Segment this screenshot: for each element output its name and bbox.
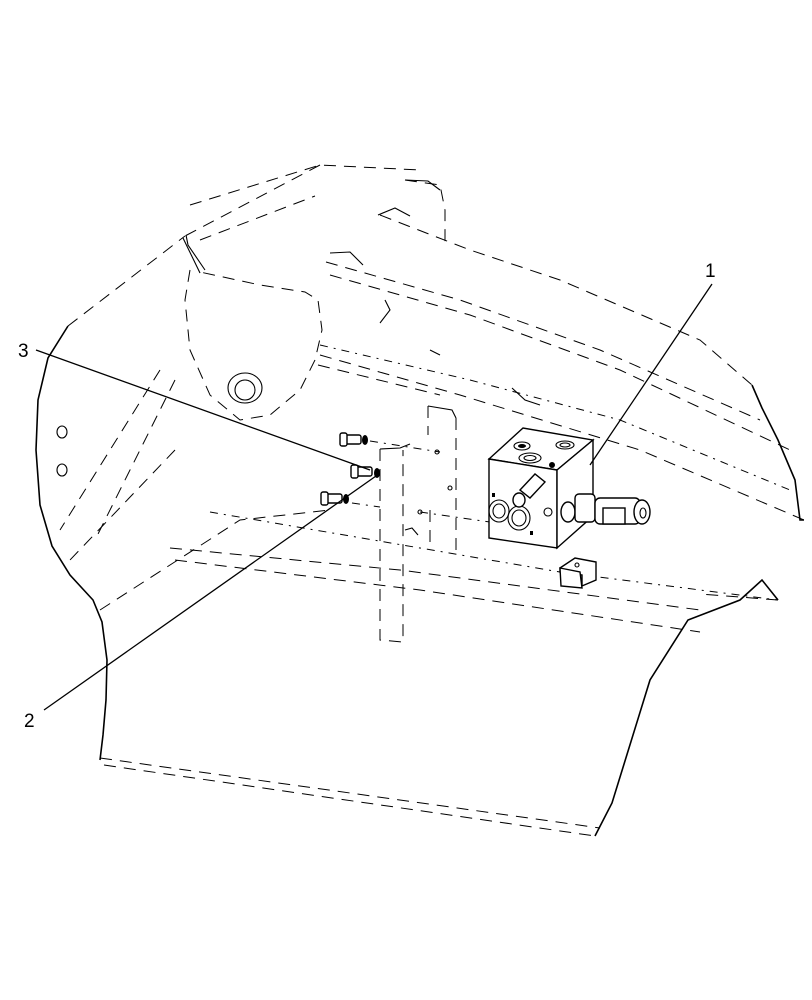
callout-2: 2 (24, 711, 35, 732)
leader-1 (589, 283, 713, 466)
leader-3 (35, 349, 371, 471)
mounting-bracket (379, 405, 457, 643)
hardware-bolts (320, 432, 491, 523)
frame-outline (35, 164, 805, 837)
leader-2 (43, 475, 377, 711)
callout-leaders (35, 283, 713, 711)
callout-3: 3 (18, 341, 29, 362)
retaining-clip (559, 557, 597, 589)
callout-1: 1 (705, 261, 716, 282)
valve-block (487, 427, 651, 550)
